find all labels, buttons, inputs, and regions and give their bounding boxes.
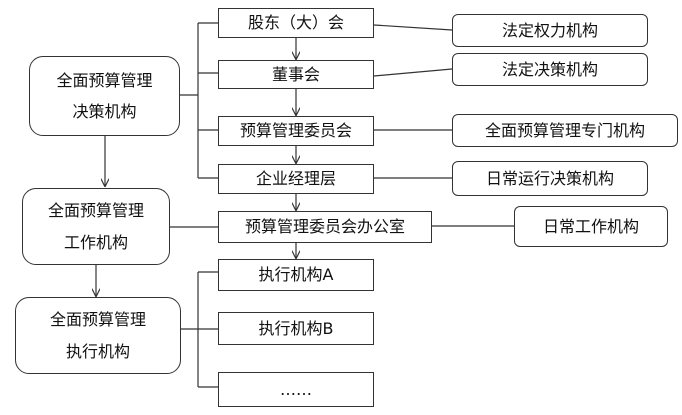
conn-board: [373, 68, 453, 77]
statutory-decision-box: 法定决策机构: [452, 53, 648, 86]
statutory-decision-label: 法定决策机构: [501, 59, 598, 79]
management-label: 企业经理层: [255, 169, 336, 188]
decision-body-box: 全面预算管理 决策机构: [29, 56, 180, 136]
daily-work-box: 日常工作机构: [514, 206, 668, 247]
daily-decision-box: 日常运行决策机构: [452, 161, 648, 196]
office-box: 预算管理委员会办公室: [218, 211, 432, 243]
exec-body-line2: 执行机构: [65, 341, 130, 361]
decision-body-line1: 全面预算管理: [56, 70, 153, 90]
dedicated-body-label: 全面预算管理专门机构: [484, 120, 645, 140]
committee-box: 预算管理委员会: [218, 116, 374, 146]
shareholders-label: 股东（大）会: [247, 13, 344, 32]
statutory-authority-box: 法定权力机构: [452, 14, 648, 47]
daily-decision-label: 日常运行决策机构: [485, 168, 614, 188]
shareholders-box: 股东（大）会: [218, 8, 374, 38]
board-label: 董事会: [271, 64, 320, 84]
unit-a-box: 执行机构A: [218, 259, 374, 291]
unit-a-label: 执行机构A: [258, 265, 334, 284]
exec-body-box: 全面预算管理 执行机构: [15, 297, 181, 374]
work-body-line2: 工作机构: [63, 232, 128, 252]
statutory-authority-label: 法定权力机构: [501, 20, 598, 40]
unit-b-box: 执行机构B: [218, 312, 374, 345]
board-box: 董事会: [218, 60, 374, 89]
work-body-line1: 全面预算管理: [47, 201, 144, 221]
unit-b-label: 执行机构B: [258, 318, 334, 338]
more-units-box: ……: [218, 372, 374, 407]
committee-label: 预算管理委员会: [239, 121, 352, 140]
dedicated-body-box: 全面预算管理专门机构: [452, 114, 678, 147]
more-units-label: ……: [280, 379, 312, 399]
daily-work-label: 日常工作机构: [542, 216, 639, 236]
work-body-box: 全面预算管理 工作机构: [22, 188, 170, 265]
office-label: 预算管理委员会办公室: [244, 217, 405, 236]
exec-body-line1: 全面预算管理: [49, 310, 146, 330]
decision-body-line2: 决策机构: [72, 102, 137, 121]
management-box: 企业经理层: [218, 164, 374, 194]
conn-shareholders: [373, 24, 453, 31]
